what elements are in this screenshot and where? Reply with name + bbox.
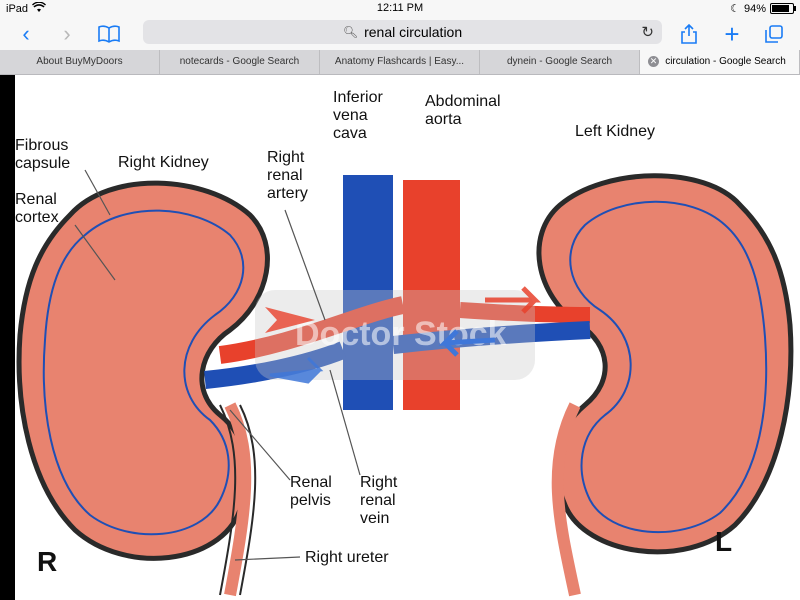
label-renal-cortex: Renal cortex — [15, 191, 59, 226]
back-button[interactable]: ‹ — [14, 21, 38, 47]
abdominal-aorta — [403, 180, 460, 410]
wifi-icon — [32, 1, 47, 16]
leader-fibrous-capsule — [84, 169, 111, 216]
tab-label: About BuyMyDoors — [36, 56, 123, 67]
label-inferior-vena-cava: Inferior vena cava — [333, 89, 383, 142]
right-renal-vein — [204, 341, 347, 389]
arrow-left-artery — [485, 286, 542, 314]
page-content: Doctor Stock Fibrous capsule Right Kidne… — [0, 75, 800, 600]
right-kidney-cortex — [42, 209, 245, 536]
label-right-ureter: Right ureter — [305, 549, 389, 566]
tabs-icon — [765, 25, 783, 43]
inferior-vena-cava — [343, 175, 393, 410]
label-left-kidney: Left Kidney — [575, 123, 656, 140]
arrow-right-vein — [269, 356, 324, 384]
arrow-left-vein — [438, 329, 496, 357]
battery-icon — [770, 3, 796, 14]
new-tab-button[interactable]: + — [720, 18, 744, 49]
address-bar[interactable]: 🔍︎ renal circulation ↻ — [143, 20, 662, 44]
tab-label: circulation - Google Search — [665, 56, 786, 67]
right-renal-artery — [218, 296, 405, 364]
status-left: iPad — [6, 1, 47, 16]
leader-right-renal-vein — [329, 369, 361, 476]
watermark-band — [255, 290, 535, 380]
tab-about-buymydoors[interactable]: About BuyMyDoors — [0, 50, 160, 74]
search-icon: 🔍︎ — [342, 25, 359, 39]
moon-icon: ☾ — [730, 3, 740, 15]
tab-label: dynein - Google Search — [506, 56, 613, 67]
tab-notecards[interactable]: notecards - Google Search — [160, 50, 320, 74]
address-text: renal circulation — [364, 24, 463, 40]
share-button[interactable] — [677, 21, 701, 47]
tabs-overview-button[interactable] — [762, 21, 786, 47]
chevron-right-icon: › — [63, 21, 71, 46]
bookmarks-button[interactable] — [94, 21, 124, 47]
label-side-r: R — [37, 546, 58, 577]
left-renal-vein — [392, 321, 591, 354]
left-ureter — [551, 402, 581, 597]
chevron-left-icon: ‹ — [22, 21, 30, 46]
renal-circulation-figure: Doctor Stock Fibrous capsule Right Kidne… — [15, 75, 800, 600]
battery-percent: 94% — [743, 2, 766, 15]
tab-bar: About BuyMyDoors notecards - Google Sear… — [0, 50, 800, 75]
label-renal-pelvis: Renal pelvis — [290, 474, 332, 509]
label-right-renal-vein: Right renal vein — [360, 474, 398, 527]
label-right-renal-artery: Right renal artery — [267, 149, 308, 202]
status-right: ☾ 94% — [730, 2, 796, 15]
tab-label: Anatomy Flashcards | Easy... — [334, 56, 465, 67]
left-kidney-cortex — [569, 200, 768, 534]
left-renal-artery — [459, 302, 591, 323]
tab-anatomy-flashcards[interactable]: Anatomy Flashcards | Easy... — [320, 50, 480, 74]
close-tab-icon[interactable]: ✕ — [648, 56, 659, 67]
label-fibrous-capsule: Fibrous capsule — [15, 137, 71, 172]
forward-button[interactable]: › — [55, 21, 79, 47]
tab-circulation[interactable]: ✕ circulation - Google Search — [640, 50, 800, 74]
label-right-kidney: Right Kidney — [118, 154, 209, 171]
label-abdominal-aorta: Abdominal aorta — [425, 93, 501, 128]
reload-icon[interactable]: ↻ — [641, 24, 654, 41]
tab-label: notecards - Google Search — [179, 56, 300, 67]
arrow-right-artery — [265, 307, 315, 333]
book-icon — [98, 25, 120, 43]
right-ureter-outline — [219, 404, 257, 596]
status-bar: iPad 12:11 PM ☾ 94% — [0, 0, 800, 18]
watermark-text: Doctor Stock — [295, 315, 507, 353]
tab-dynein[interactable]: dynein - Google Search — [480, 50, 640, 74]
leader-right-renal-artery — [284, 209, 326, 321]
label-side-l: L — [715, 526, 733, 557]
leader-renal-pelvis — [229, 409, 291, 481]
kidney-illustration: Doctor Stock — [16, 169, 794, 597]
share-icon — [681, 24, 697, 44]
clock: 12:11 PM — [376, 2, 424, 14]
battery-fill — [772, 5, 789, 12]
leader-right-ureter — [234, 556, 301, 561]
plus-icon: + — [724, 18, 740, 49]
left-kidney-shape — [536, 173, 794, 555]
device-name: iPad — [6, 3, 29, 15]
leader-renal-cortex — [74, 224, 116, 281]
browser-toolbar: ‹ › 🔍︎ renal circulation ↻ + — [0, 18, 800, 50]
right-ureter — [224, 402, 252, 597]
